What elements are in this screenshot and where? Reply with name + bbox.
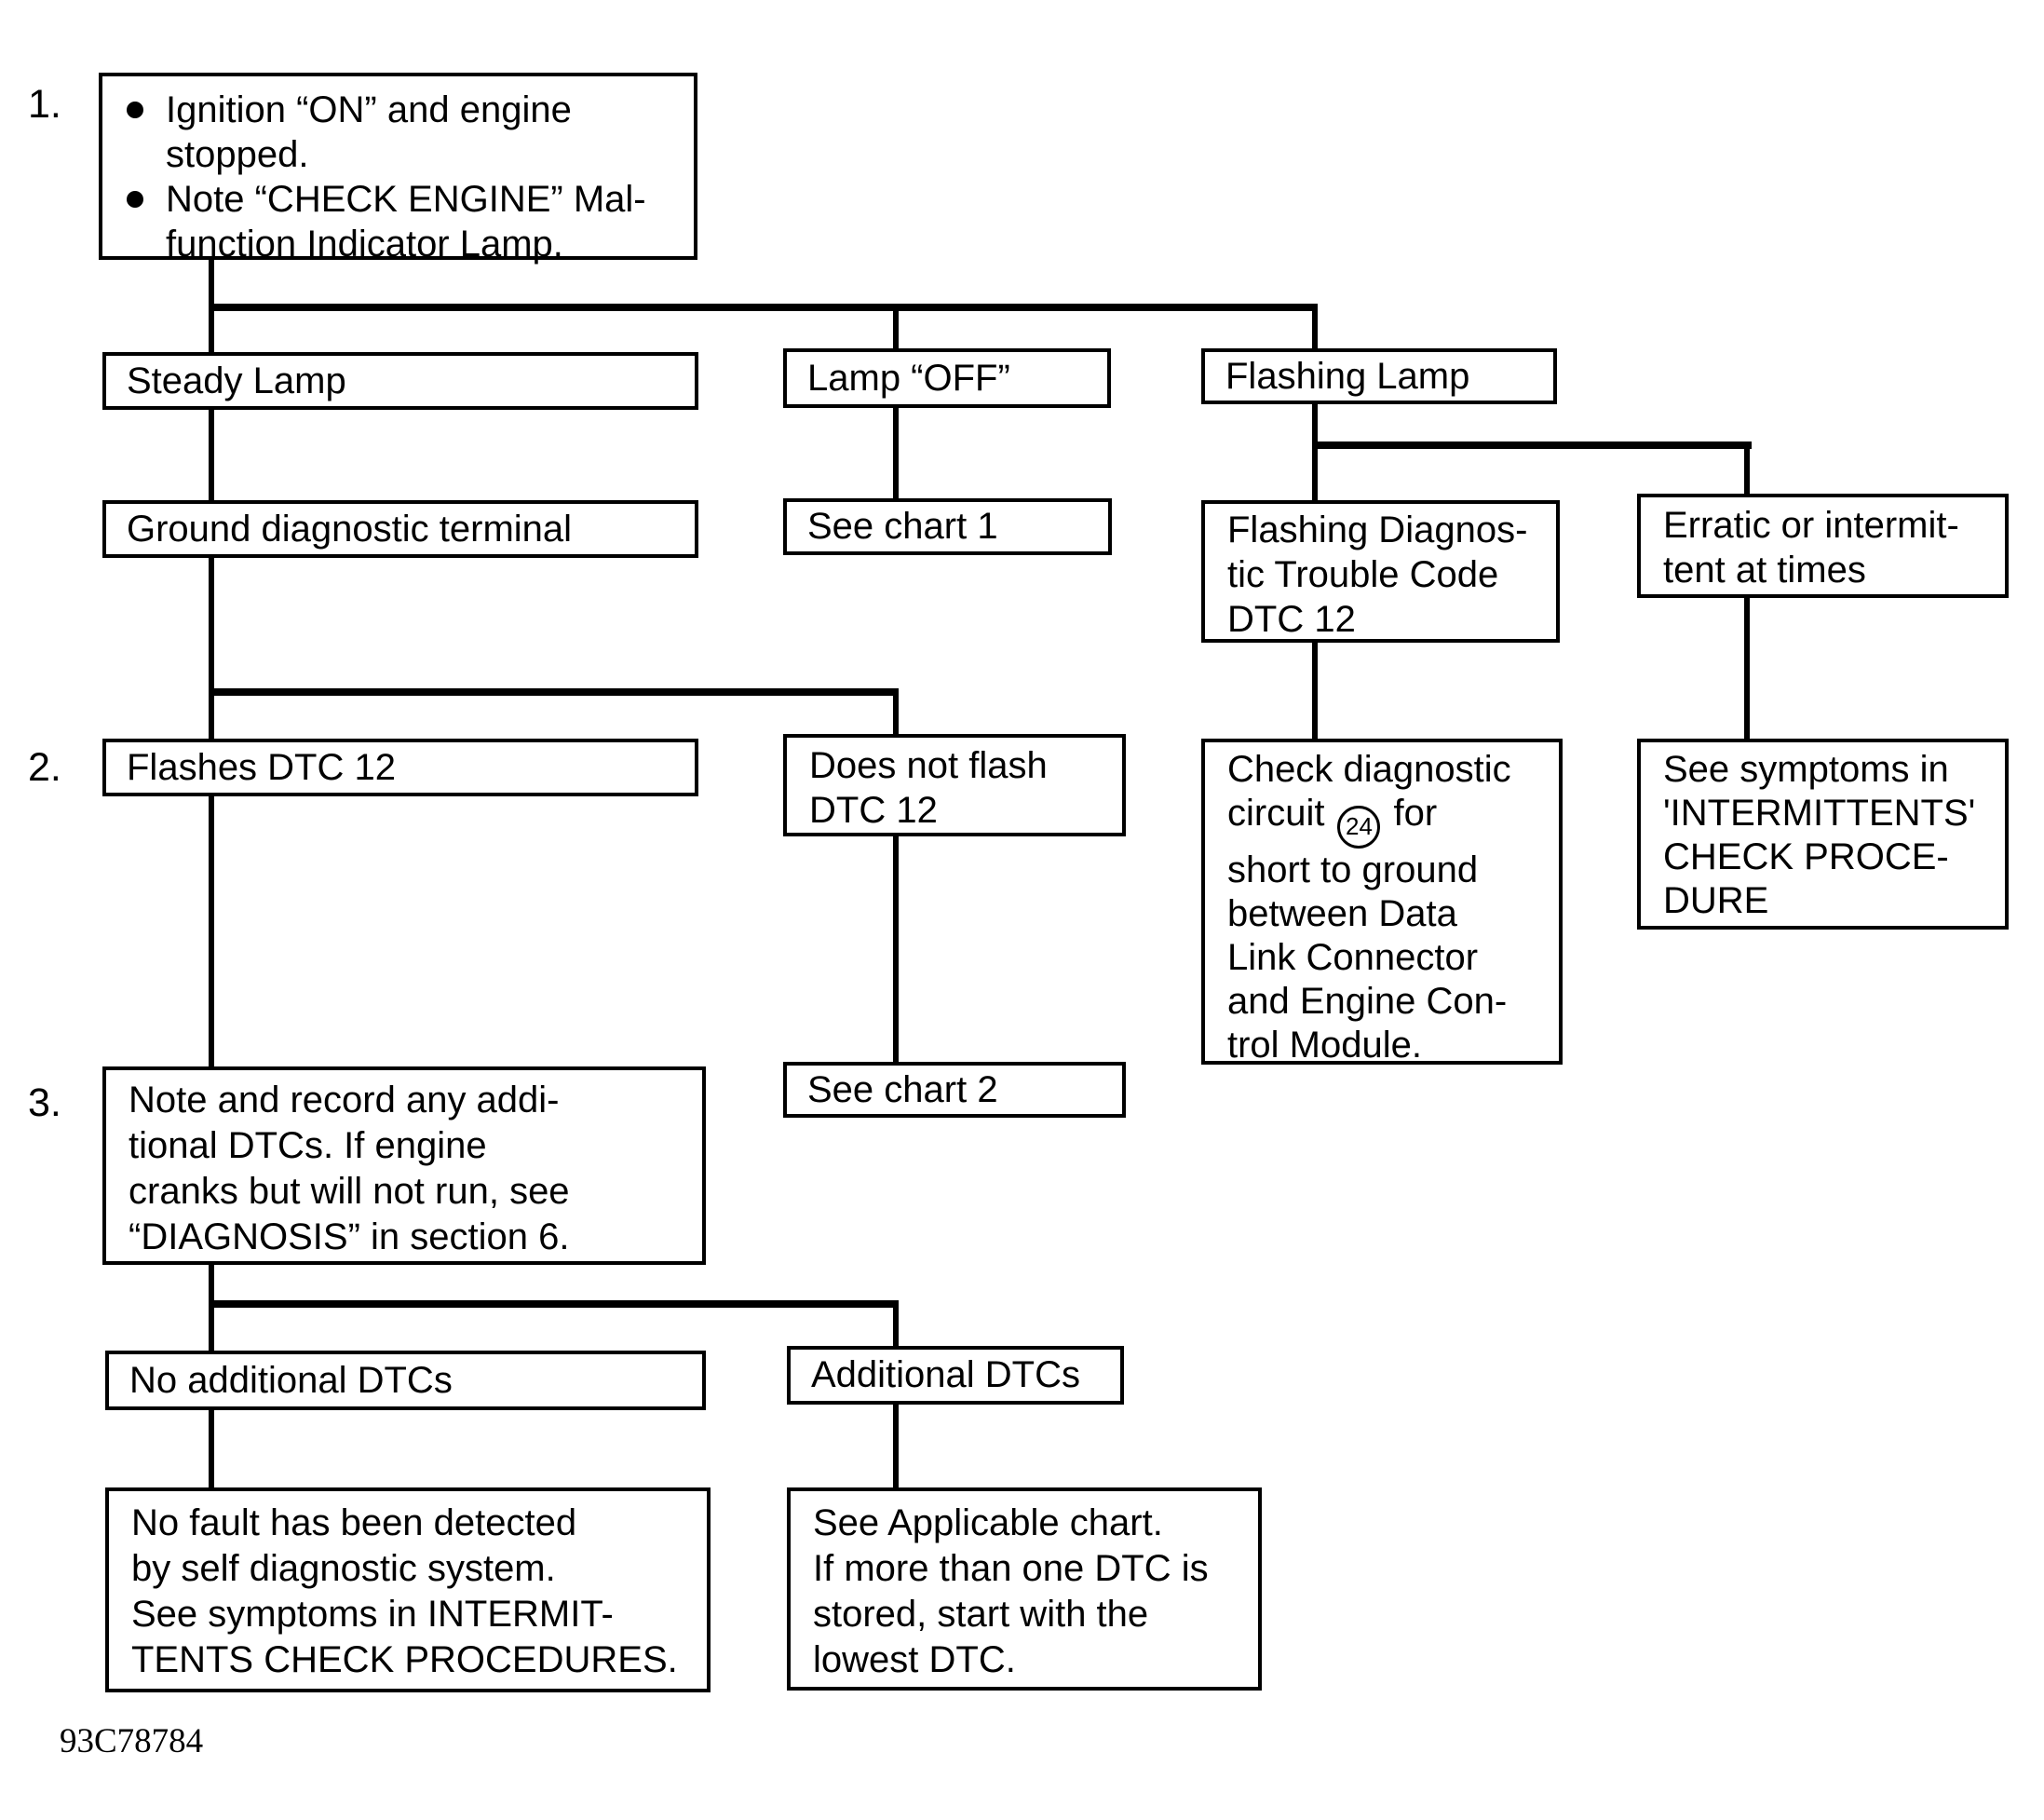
flow-box-lamp-off: Lamp “OFF”: [783, 348, 1111, 408]
connector-to-lamp-off: [893, 304, 899, 348]
text-line: circuit 24 for: [1227, 792, 1542, 849]
flow-box-steady-lamp: Steady Lamp: [102, 352, 698, 410]
flow-box-see-chart-2: See chart 2: [783, 1062, 1126, 1118]
flow-box-see-applicable: See Applicable chart. If more than one D…: [787, 1487, 1262, 1691]
flow-box-erratic: Erratic or intermit- tent at times: [1637, 494, 2009, 598]
text-line: by self diagnostic system.: [131, 1548, 556, 1589]
text-line: See symptoms in: [1663, 749, 1949, 790]
flow-box-check-circuit: Check diagnostic circuit 24 for short to g…: [1201, 739, 1563, 1066]
text-line: trol Module.: [1227, 1024, 1422, 1066]
connector-to-no-additional: [209, 1300, 214, 1351]
step-number-1: 1.: [28, 82, 61, 127]
text-line: Note and record any addi-: [129, 1080, 560, 1121]
text-line: tional DTCs. If engine: [129, 1125, 487, 1166]
text-line: between Data: [1227, 892, 1457, 934]
connector-notflash-to-chart2: [893, 835, 899, 1063]
text-line: 'INTERMITTENTS': [1663, 793, 1976, 834]
flow-box-no-fault: No fault has been detected by self diagn…: [105, 1487, 711, 1692]
bullet-text-line: Note “CHECK ENGINE” Mal-: [166, 179, 646, 220]
connector-erratic-to-symptoms: [1744, 596, 1750, 740]
text-line: CHECK PROCE-: [1663, 836, 1949, 877]
figure-code: 93C78784: [60, 1722, 204, 1760]
text-line: “DIAGNOSIS” in section 6.: [129, 1216, 570, 1257]
connector-noadd-to-nofault: [209, 1408, 214, 1488]
text-line: stored, start with the: [813, 1594, 1149, 1635]
connector-branch1-horizontal: [209, 304, 1318, 311]
flow-box-see-symptoms: See symptoms in 'INTERMITTENTS' CHECK PR…: [1637, 739, 2009, 930]
text-line: DURE: [1663, 880, 1769, 921]
bullet-icon: [127, 102, 143, 118]
text-line: Does not flash: [809, 745, 1048, 786]
connector-to-additional: [893, 1300, 899, 1347]
connector-start-down: [209, 258, 214, 310]
flow-box-start: Ignition “ON” and engine stopped. Note “…: [99, 73, 697, 265]
connector-to-flashing-dtc12: [1312, 441, 1318, 501]
connector-add-to-applicable: [893, 1403, 899, 1488]
circled-24-icon: 24: [1337, 805, 1381, 849]
text-line: cranks but will not run, see: [129, 1171, 570, 1212]
connector-lampoff-to-chart1: [893, 406, 899, 499]
flow-box-ground-terminal: Ground diagnostic terminal: [102, 500, 698, 558]
flow-box-does-not-flash: Does not flash DTC 12: [783, 734, 1126, 836]
flow-box-additional-dtcs: Additional DTCs: [787, 1346, 1124, 1405]
text-line: No fault has been detected: [131, 1502, 577, 1543]
bullet-item: Ignition “ON” and engine stopped.: [127, 88, 684, 177]
connector-branch2-horizontal: [1312, 441, 1752, 449]
text-segment: circuit: [1227, 793, 1325, 834]
flow-box-see-chart-1: See chart 1: [783, 498, 1112, 555]
flow-box-flashes-dtc12: Flashes DTC 12: [102, 739, 698, 796]
connector-to-does-not-flash: [893, 688, 899, 735]
connector-to-erratic: [1744, 441, 1750, 495]
bullet-icon: [127, 191, 143, 208]
text-line: short to ground: [1227, 849, 1479, 890]
text-line: Check diagnostic: [1227, 749, 1511, 790]
text-line: Erratic or intermit-: [1663, 505, 1959, 546]
text-line: TENTS CHECK PROCEDURES.: [131, 1639, 678, 1680]
text-line: lowest DTC.: [813, 1639, 1016, 1680]
step-number-3: 3.: [28, 1080, 61, 1125]
text-line: Flashing Diagnos-: [1227, 509, 1528, 550]
flow-box-flashing-lamp: Flashing Lamp: [1201, 348, 1557, 404]
connector-to-flashing-lamp: [1312, 304, 1318, 348]
flow-box-no-additional-dtcs: No additional DTCs: [105, 1351, 706, 1410]
connector-flashing-down: [1312, 402, 1318, 449]
text-line: tic Trouble Code: [1227, 554, 1499, 595]
text-line: DTC 12: [1227, 599, 1356, 640]
step-number-2: 2.: [28, 745, 61, 790]
bullet-text-line: stopped.: [166, 134, 309, 175]
text-line: DTC 12: [809, 790, 938, 831]
connector-branch4-horizontal: [209, 1300, 899, 1308]
connector-to-flashes-dtc12: [209, 688, 214, 740]
connector-ground-down: [209, 556, 214, 696]
text-segment: for: [1393, 793, 1438, 834]
connector-flashingdtc-to-check: [1312, 641, 1318, 740]
text-line: See Applicable chart.: [813, 1502, 1163, 1543]
connector-to-steady-lamp: [209, 304, 214, 352]
connector-steady-to-ground: [209, 408, 214, 501]
bullet-item: Note “CHECK ENGINE” Mal- function Indica…: [127, 177, 684, 266]
flow-box-flashing-dtc12: Flashing Diagnos- tic Trouble Code DTC 1…: [1201, 500, 1560, 643]
flow-box-note-record: Note and record any addi- tional DTCs. I…: [102, 1066, 706, 1265]
text-line: and Engine Con-: [1227, 980, 1508, 1022]
text-line: If more than one DTC is: [813, 1548, 1209, 1589]
text-line: See symptoms in INTERMIT-: [131, 1594, 614, 1635]
connector-note-down: [209, 1263, 214, 1308]
text-line: Link Connector: [1227, 936, 1479, 978]
connector-flashes-to-note: [209, 795, 214, 1067]
bullet-text-line: Ignition “ON” and engine: [166, 89, 572, 130]
bullet-text-line: function Indicator Lamp.: [166, 224, 563, 265]
connector-branch3-horizontal: [209, 688, 899, 696]
text-line: tent at times: [1663, 550, 1866, 591]
